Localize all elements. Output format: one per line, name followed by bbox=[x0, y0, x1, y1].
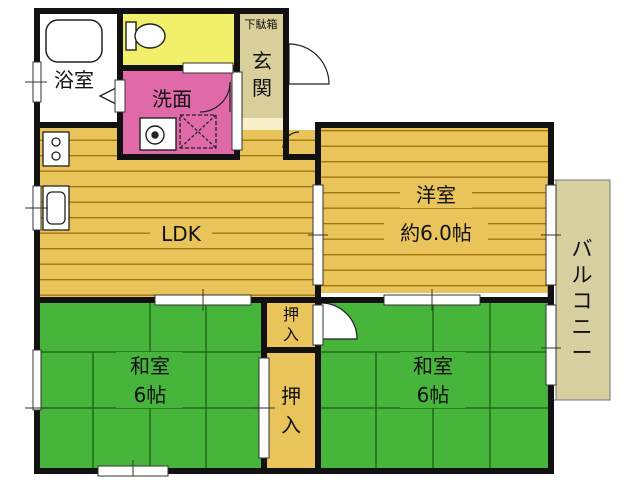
closet-door-arc bbox=[320, 302, 358, 340]
closet-large-label-1: 押 bbox=[281, 384, 301, 408]
closet-large-label-2: 入 bbox=[281, 413, 301, 437]
washbasin-icon bbox=[139, 117, 177, 151]
balcony-label-4: ニ bbox=[572, 315, 593, 339]
entrance-label-2: 関 bbox=[252, 76, 272, 100]
ldk-floor bbox=[40, 120, 315, 297]
washing-machine-pan-icon bbox=[179, 114, 217, 149]
japanese-left-label: 和室 bbox=[130, 354, 170, 378]
western-room-floor bbox=[321, 128, 548, 293]
western-room-label: 洋室 bbox=[416, 183, 456, 207]
entrance-label-1: 玄 bbox=[252, 49, 272, 73]
closet-small-label-1: 押 bbox=[283, 305, 299, 324]
balcony-label-2: ル bbox=[572, 263, 593, 287]
japanese-right-size: 6帖 bbox=[417, 383, 450, 407]
entrance-floor bbox=[240, 32, 283, 118]
balcony-label-1: バ bbox=[572, 237, 593, 261]
closet-small-label-2: 入 bbox=[283, 325, 299, 344]
closet-large-floor bbox=[267, 353, 315, 468]
entrance-door-arc bbox=[288, 43, 330, 85]
balcony-label-3: コ bbox=[572, 289, 593, 313]
toilet-icon bbox=[125, 21, 166, 51]
japanese-right-label: 和室 bbox=[413, 354, 453, 378]
balcony-label-5: ー bbox=[572, 341, 593, 365]
shoe-box bbox=[240, 14, 283, 32]
closet-small-floor bbox=[267, 303, 315, 347]
western-room-size: 約6.0帖 bbox=[400, 221, 472, 245]
shoe-box-label: 下駄箱 bbox=[245, 17, 278, 31]
stove-icon bbox=[42, 131, 70, 167]
ldk-label: LDK bbox=[161, 222, 202, 246]
japanese-left-size: 6帖 bbox=[134, 383, 167, 407]
bathroom-label: 浴室 bbox=[54, 68, 94, 92]
bathroom-door-mark bbox=[98, 87, 117, 105]
washroom-label: 洗面 bbox=[152, 87, 192, 111]
bathtub-icon bbox=[45, 19, 103, 63]
